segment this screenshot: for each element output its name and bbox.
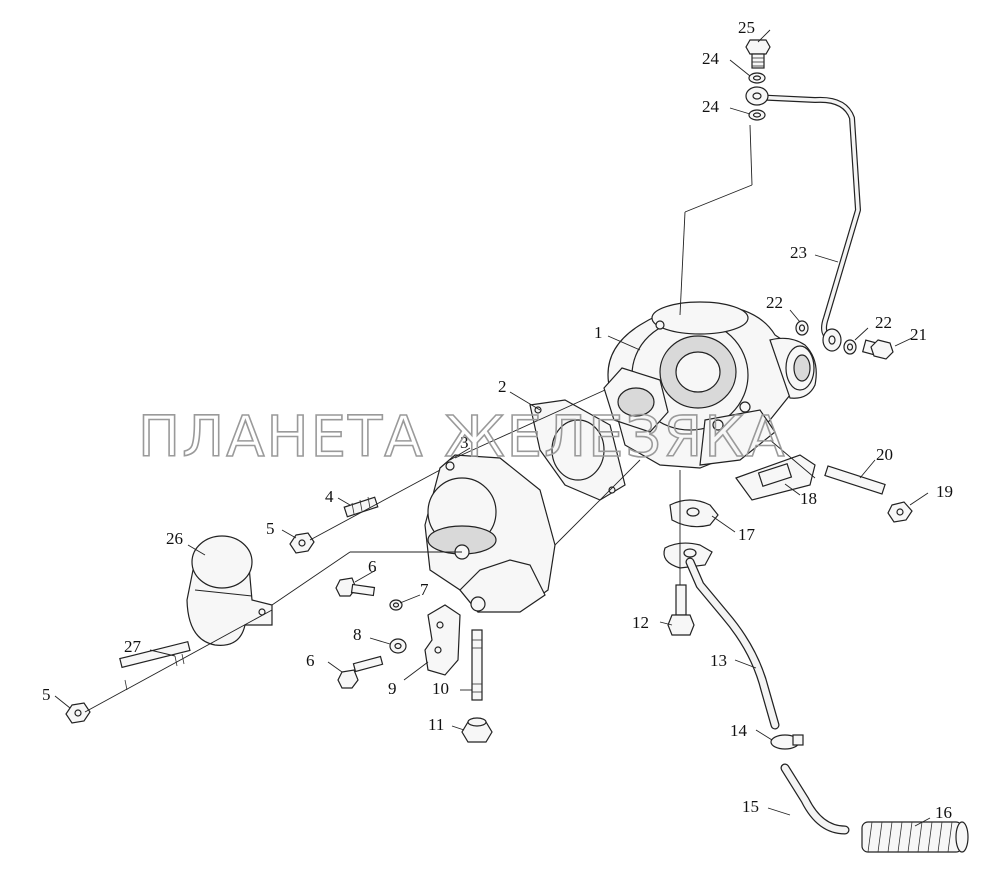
callout-1: 1	[594, 323, 603, 342]
callout-19: 19	[936, 482, 953, 501]
nut-11	[461, 717, 493, 743]
callout-7: 7	[420, 580, 429, 599]
callout-6-upper: 6	[368, 557, 377, 576]
callout-3: 3	[460, 433, 469, 452]
callout-17: 17	[738, 525, 756, 544]
drain-flange	[663, 542, 713, 569]
drain-hose-15	[780, 763, 850, 835]
callout-26: 26	[166, 529, 183, 548]
stud-27	[119, 640, 191, 691]
drain-pipe-13	[685, 557, 780, 730]
bracket-9	[424, 604, 461, 676]
banjo-fitting-top	[745, 86, 769, 106]
callout-leaders	[54, 29, 931, 827]
bolt-6-upper	[335, 577, 376, 597]
heat-shield	[186, 535, 273, 646]
drain-spring-16	[861, 821, 969, 853]
callout-8: 8	[353, 625, 362, 644]
callout-22-left: 22	[766, 293, 783, 312]
callout-18: 18	[800, 489, 817, 508]
stud-10	[471, 629, 483, 701]
callout-5-lower: 5	[42, 685, 51, 704]
callout-labels: 1 2 3 4 5 5 6 6 7 8 9 10 11 12 13 14 15 …	[42, 18, 953, 822]
turbocharger	[603, 301, 817, 469]
callout-12: 12	[632, 613, 649, 632]
callout-22-right: 22	[875, 313, 892, 332]
stud-4	[343, 496, 379, 518]
callout-20: 20	[876, 445, 893, 464]
hose-clamp-14	[770, 734, 804, 750]
assembly-lines	[84, 124, 816, 713]
nut-5-upper	[289, 532, 315, 554]
callout-16: 16	[935, 803, 952, 822]
callout-10: 10	[432, 679, 449, 698]
drain-gasket-17	[669, 499, 719, 528]
washer-side-left	[795, 320, 809, 336]
banjo-bolt-top	[745, 39, 771, 69]
nut-19	[887, 501, 913, 523]
callout-24-lower: 24	[702, 97, 720, 116]
washer-top-upper	[748, 72, 766, 84]
flange-gasket-18	[735, 454, 816, 501]
exhaust-elbow	[424, 454, 556, 613]
banjo-bolt-side	[861, 339, 894, 360]
callout-21: 21	[910, 325, 927, 344]
washer-top-lower	[748, 109, 766, 121]
callout-11: 11	[428, 715, 444, 734]
washer-side-right	[843, 339, 857, 355]
callout-27: 27	[124, 637, 142, 656]
callout-23: 23	[790, 243, 807, 262]
turbo-gasket	[529, 399, 626, 501]
callout-2: 2	[498, 377, 507, 396]
washer-8	[389, 638, 407, 654]
callout-4: 4	[325, 487, 334, 506]
callout-24-upper: 24	[702, 49, 720, 68]
washer-7	[389, 599, 403, 611]
banjo-fitting-side	[822, 328, 842, 352]
callout-9: 9	[388, 679, 397, 698]
callout-13: 13	[710, 651, 727, 670]
bolt-12	[667, 584, 695, 636]
callout-15: 15	[742, 797, 759, 816]
watermark-text: ПЛАНЕТА ЖЕЛЕЗЯКА	[138, 405, 786, 470]
callout-14: 14	[730, 721, 748, 740]
callout-25: 25	[738, 18, 755, 37]
stud-20	[824, 465, 886, 495]
callout-6-lower: 6	[306, 651, 315, 670]
bolt-6-lower	[337, 655, 384, 689]
callout-5-upper: 5	[266, 519, 275, 538]
nut-5-lower	[65, 702, 91, 724]
